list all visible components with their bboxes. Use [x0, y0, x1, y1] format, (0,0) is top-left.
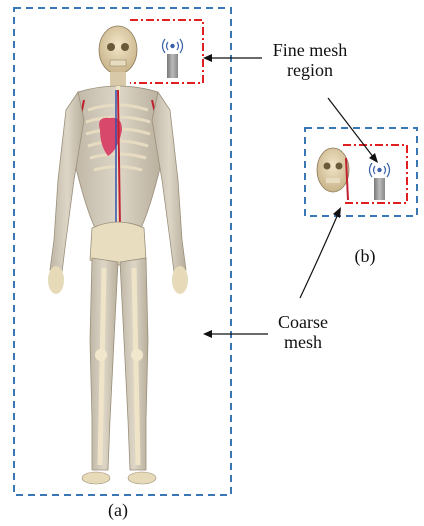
head-anatomy-icon	[317, 148, 349, 200]
wifi-antenna-icon	[163, 39, 183, 78]
coarse-mesh-label-line2: mesh	[268, 332, 338, 352]
coarse-mesh-label: Coarse mesh	[268, 312, 338, 352]
panel-b-label: (b)	[345, 246, 385, 266]
fine-mesh-label: Fine mesh region	[262, 40, 358, 80]
wifi-antenna-icon	[370, 163, 390, 200]
fine-mesh-label-line1: Fine mesh	[262, 40, 358, 60]
fine-mesh-label-line2: region	[262, 60, 358, 80]
coarse-mesh-label-line1: Coarse	[268, 312, 338, 332]
arrow-coarse-to-b	[300, 214, 338, 298]
fine-mesh-box-a	[130, 20, 203, 83]
human-anatomy-icon	[48, 26, 188, 484]
panel-a-label: (a)	[98, 500, 138, 520]
